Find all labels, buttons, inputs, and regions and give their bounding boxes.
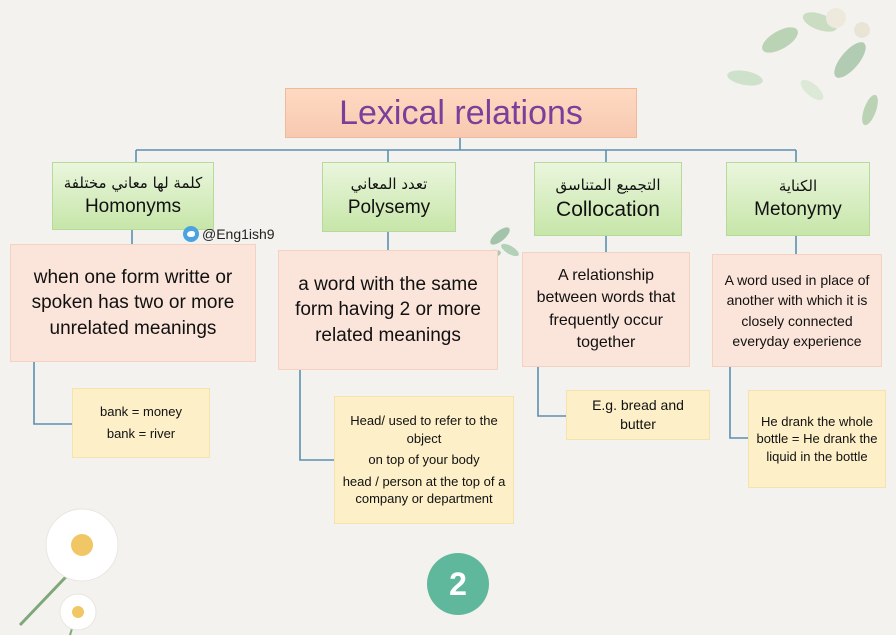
term-english-label: Polysemy (347, 197, 431, 218)
example-line: head / person at the top of a company or… (342, 473, 506, 507)
definition-homonyms: when one form writte or spoken has two o… (10, 244, 256, 362)
definition-collocation: A relationship between words that freque… (522, 252, 690, 367)
example-line: bank = money (99, 404, 183, 420)
definition-metonymy: A word used in place of another with whi… (712, 254, 882, 367)
term-metonymy: الكناية Metonymy (726, 162, 870, 236)
example-collocation: E.g. bread and butter (566, 390, 710, 440)
example-polysemy: Head/ used to refer to the object on top… (334, 396, 514, 524)
term-arabic-label: كلمة لها معاني مختلفة (63, 174, 203, 192)
definition-text: A word used in place of another with whi… (724, 271, 870, 349)
definition-text: a word with the same form having 2 or mo… (295, 273, 481, 346)
term-english-label: Metonymy (754, 199, 842, 220)
term-polysemy: تعدد المعاني Polysemy (322, 162, 456, 232)
definition-polysemy: a word with the same form having 2 or mo… (278, 250, 498, 370)
example-line: Head/ used to refer to the object (350, 413, 498, 446)
term-arabic-label: التجميع المتناسق (555, 176, 661, 194)
diagram-title: Lexical relations (285, 88, 637, 138)
term-arabic-label: الكناية (778, 177, 818, 195)
example-line: E.g. bread and butter (592, 397, 684, 432)
term-english-label: Collocation (556, 198, 660, 221)
example-line: on top of your body (368, 452, 480, 468)
example-metonymy: He drank the whole bottle = He drank the… (748, 390, 886, 488)
term-homonyms: كلمة لها معاني مختلفة Homonyms (52, 162, 214, 230)
example-line: bank = river (106, 426, 176, 441)
twitter-handle: @Eng1ish9 (183, 226, 275, 242)
example-homonyms: bank = money bank = river (72, 388, 210, 458)
term-arabic-label: تعدد المعاني (350, 175, 428, 193)
term-english-label: Homonyms (84, 196, 182, 217)
page-number-badge: 2 (427, 553, 489, 615)
definition-text: A relationship between words that freque… (536, 266, 676, 351)
term-collocation: التجميع المتناسق Collocation (534, 162, 682, 236)
handle-text: @Eng1ish9 (202, 226, 275, 242)
example-line: He drank the whole bottle = He drank the… (756, 413, 878, 464)
definition-text: when one form writte or spoken has two o… (31, 266, 235, 339)
twitter-bird-icon (183, 226, 199, 242)
